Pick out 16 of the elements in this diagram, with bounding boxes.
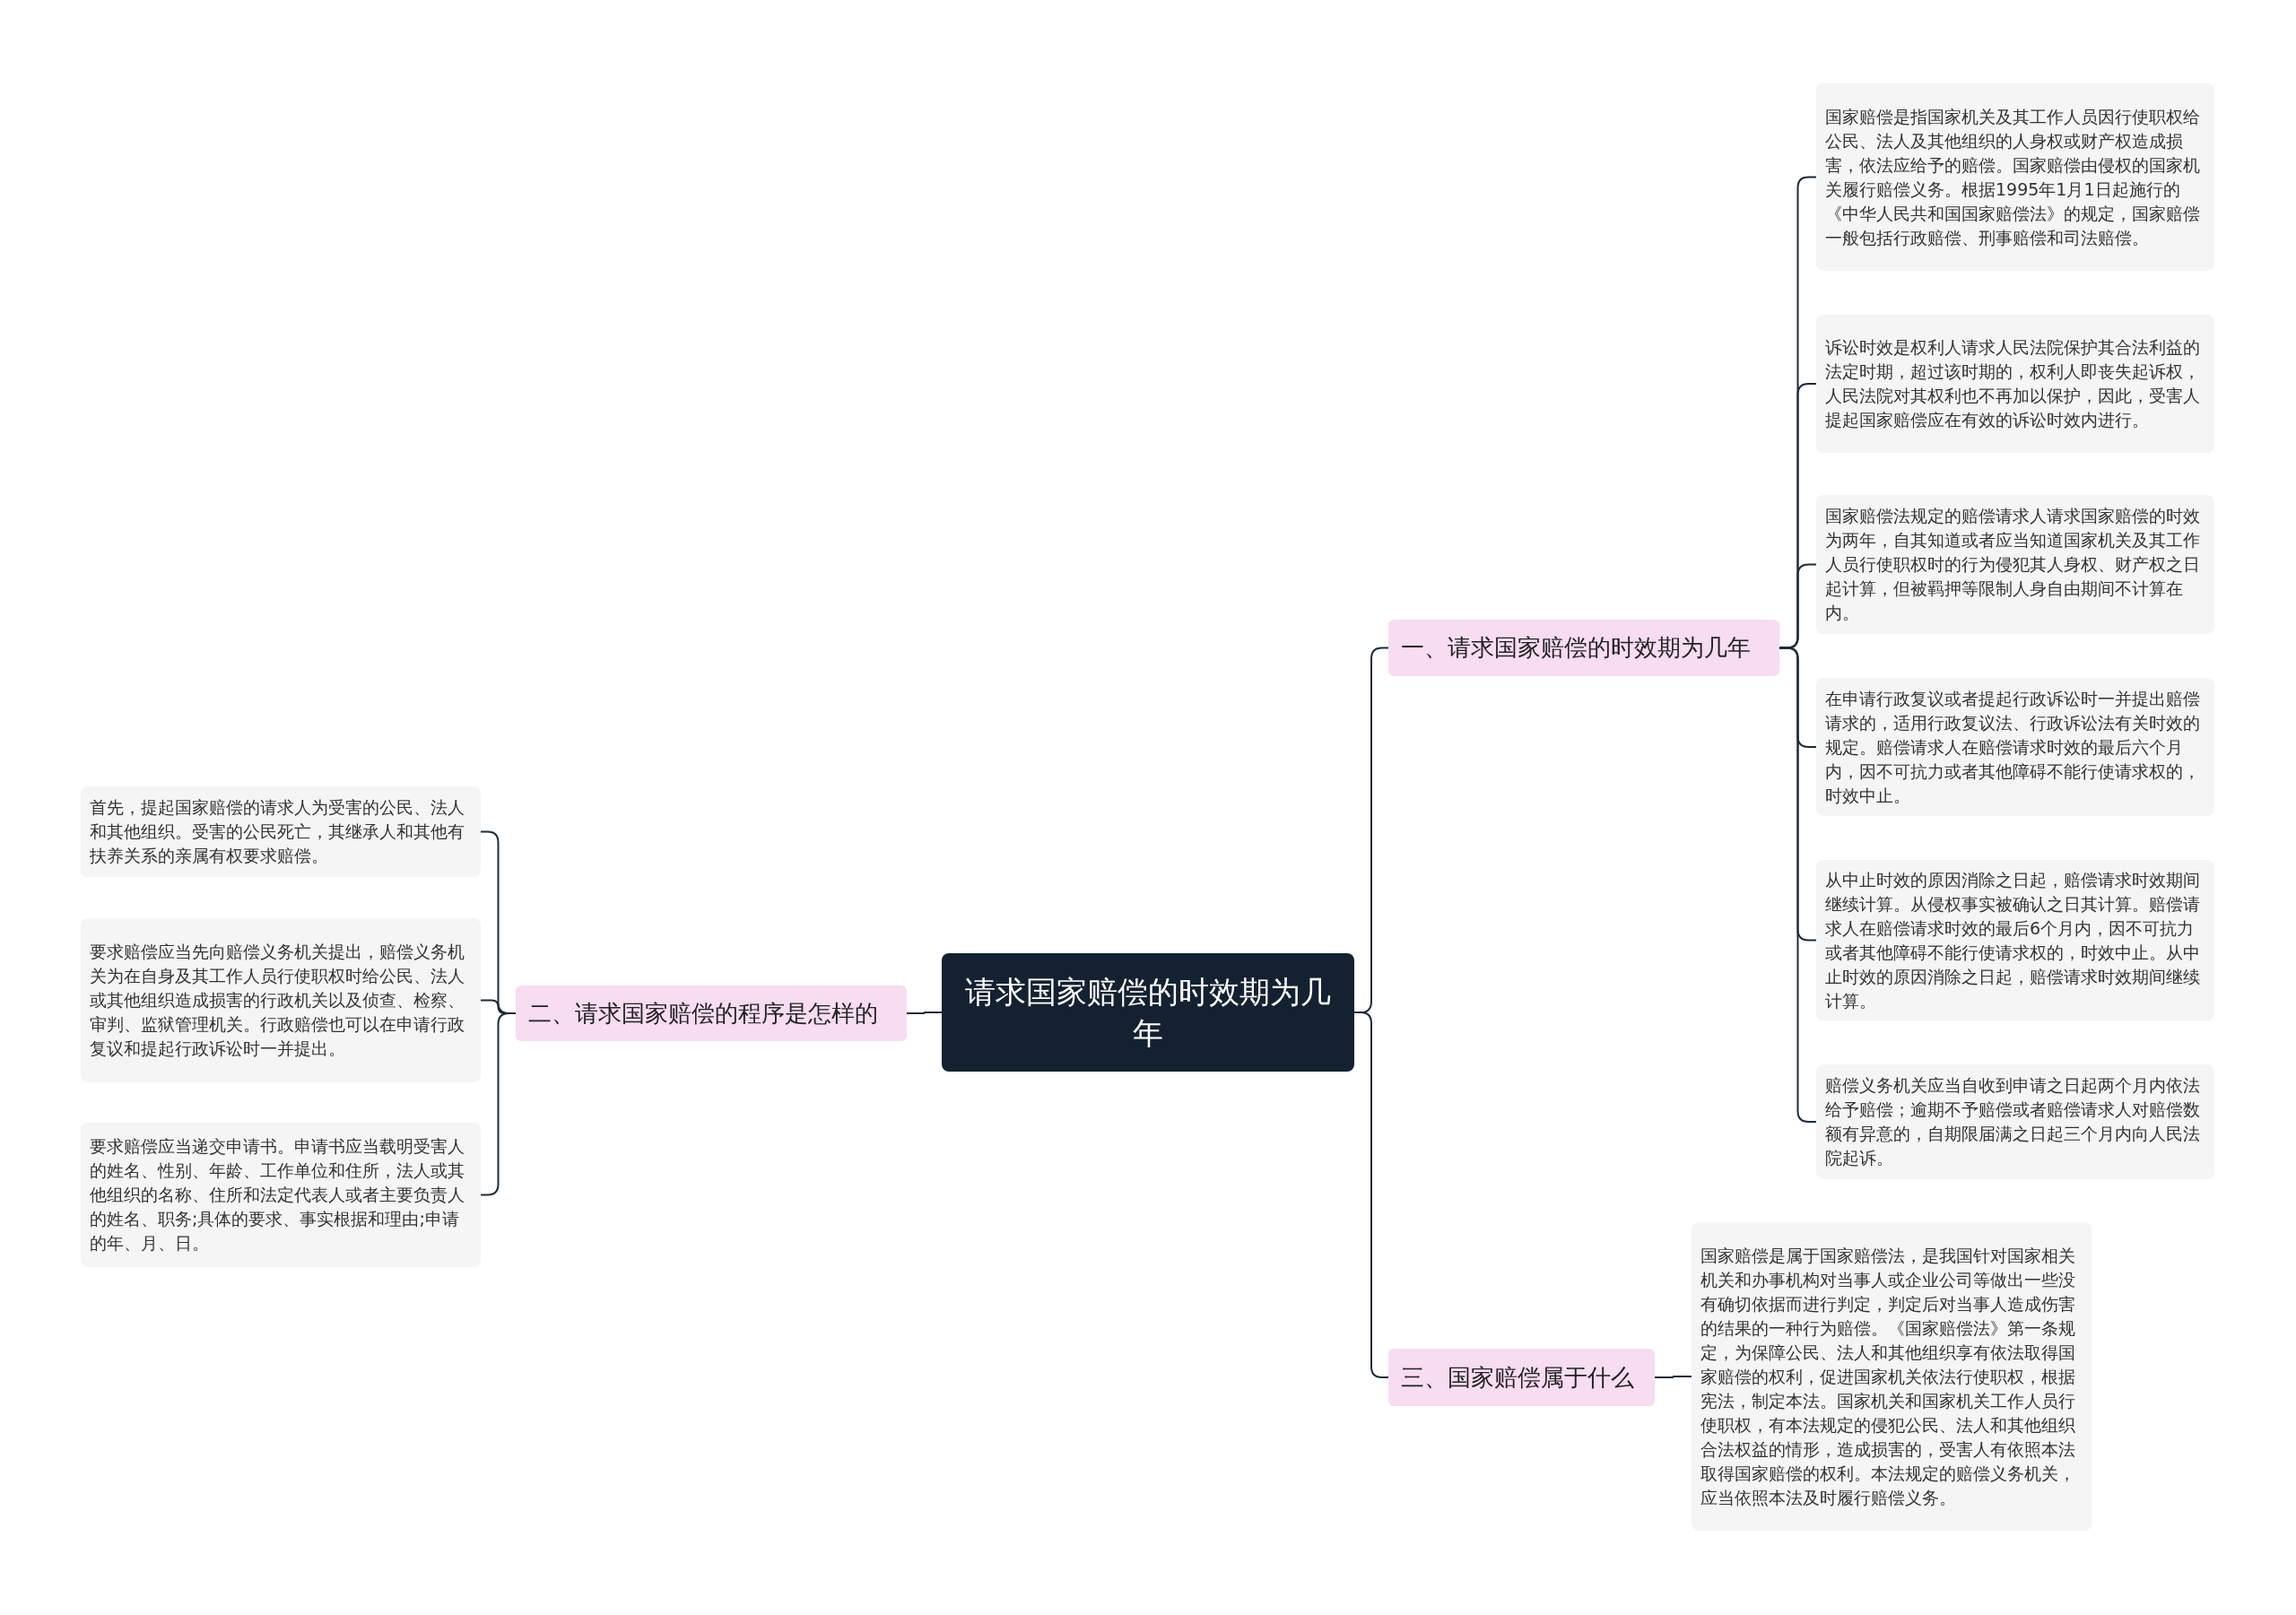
detail-note-box: 在申请行政复议或者提起行政诉讼时一并提出赔偿请求的，适用行政复议法、行政诉讼法有关时效的规定。赔偿请求人在赔偿请求时效的最后六个月内，因不可抗力或者其他障碍不能行使请求权的，时效中止。 [1816,678,2214,816]
detail-note-box: 首先，提起国家赔偿的请求人为受害的公民、法人和其他组织。受害的公民死亡，其继承人和其他有扶养关系的亲属有权要求赔偿。 [81,786,481,877]
branch-topic-box: 二、请求国家赔偿的程序是怎样的 [516,985,907,1041]
detail-note-box: 要求赔偿应当先向赔偿义务机关提出，赔偿义务机关为在自身及其工作人员行使职权时给公民、法人或其他组织造成损害的行政机关以及侦查、检察、审判、监狱管理机关。行政赔偿也可以在申请行政复议和提起行政诉讼时一并提出。 [81,918,481,1082]
central-topic-box: 请求国家赔偿的时效期为几年 [942,953,1354,1072]
detail-note-box: 国家赔偿是属于国家赔偿法，是我国针对国家相关机关和办事机构对当事人或企业公司等做出一些没有确切依据而进行判定，判定后对当事人造成伤害的结果的一种行为赔偿。《国家赔偿法》第一条规定，为保障公民、法人和其他组织享有依法取得国家赔偿的权利，促进国家机关依法行使职权，根据宪法，制定本法。国家机关和国家机关工作人员行使职权，有本法规定的侵犯公民、法人和其他组织合法权益的情形，造成损害的，受害人有依照本法取得国家赔偿的权利。本法规定的赔偿义务机关，应当依照本法及时履行赔偿义务。 [1692,1222,2092,1531]
detail-note-box: 国家赔偿法规定的赔偿请求人请求国家赔偿的时效为两年，自其知道或者应当知道国家机关及其工作人员行使职权时的行为侵犯其人身权、财产权之日起计算，但被羁押等限制人身自由期间不计算在内。 [1816,495,2214,634]
detail-note-box: 从中止时效的原因消除之日起，赔偿请求时效期间继续计算。从侵权事实被确认之日其计算。赔偿请求人在赔偿请求时效的最后6个月内，因不可抗力或者其他障碍不能行使请求权的，时效中止。从中止时效的原因消除之日起，赔偿请求时效期间继续计算。 [1816,860,2214,1020]
detail-note-box: 国家赔偿是指国家机关及其工作人员因行使职权给公民、法人及其他组织的人身权或财产权造成损害，依法应给予的赔偿。国家赔偿由侵权的国家机关履行赔偿义务。根据1995年1月1日起施行的《中华人民共和国国家赔偿法》的规定，国家赔偿一般包括行政赔偿、刑事赔偿和司法赔偿。 [1816,83,2214,271]
connector-line [1654,1376,1692,1378]
connector-line [906,1012,943,1014]
detail-note-box: 赔偿义务机关应当自收到申请之日起两个月内依法给予赔偿；逾期不予赔偿或者赔偿请求人对赔偿数额有异意的，自期限届满之日起三个月内向人民法院起诉。 [1816,1064,2214,1179]
branch-topic-box: 三、国家赔偿属于什么 [1388,1349,1655,1406]
detail-note-box: 诉讼时效是权利人请求人民法院保护其合法利益的法定时期，超过该时期的，权利人即丧失起诉权，人民法院对其权利也不再加以保护，因此，受害人提起国家赔偿应在有效的诉讼时效内进行。 [1816,315,2214,453]
branch-topic-box: 一、请求国家赔偿的时效期为几年 [1388,620,1779,676]
detail-note-box: 要求赔偿应当递交申请书。申请书应当载明受害人的姓名、性别、年龄、工作单位和住所，法人或其他组织的名称、住所和法定代表人或者主要负责人的姓名、职务;具体的要求、事实根据和理由;申请的年、月、日。 [81,1123,481,1267]
